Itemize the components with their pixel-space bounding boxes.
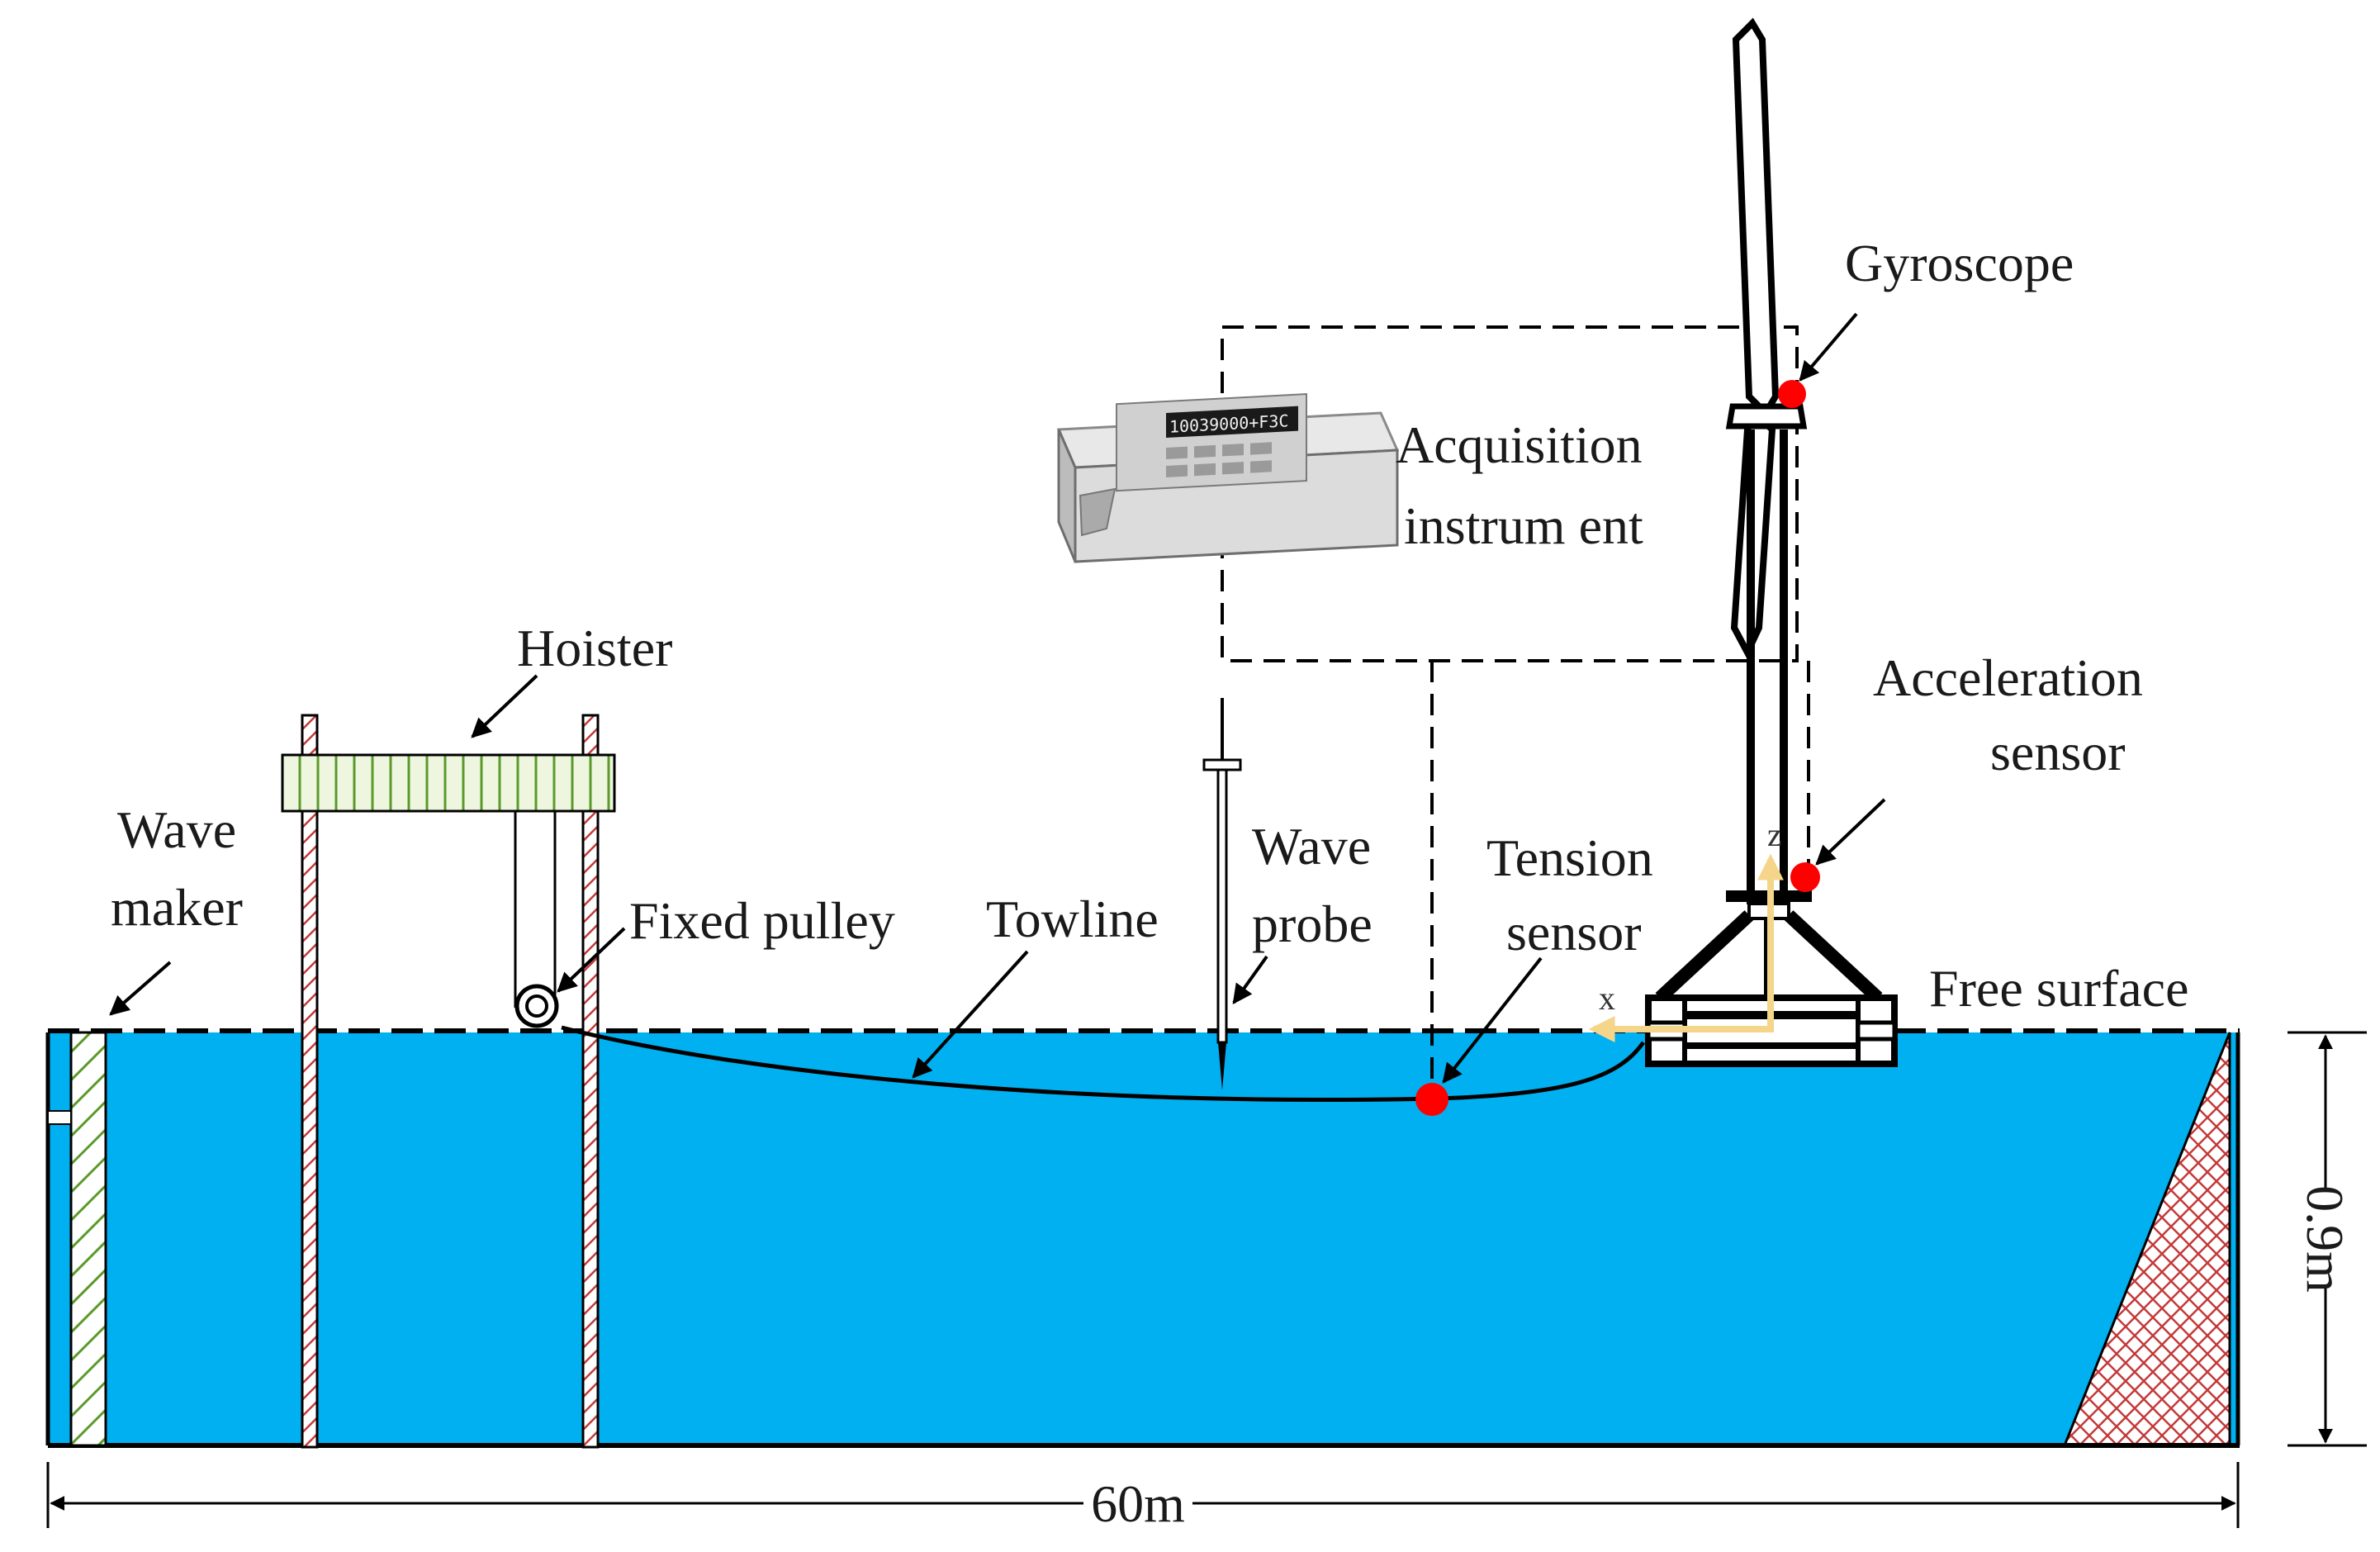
wave-tank [45, 1028, 2240, 1448]
dimension-length: 60m [1091, 1474, 1185, 1533]
pointer-arrows [109, 312, 1886, 1084]
data-logger-icon: 10039000+F3C [1056, 393, 1400, 563]
label-wave-maker-line2: maker [111, 878, 243, 937]
wave-maker-paddle [69, 1031, 107, 1447]
coordinate-axes: z x [1588, 816, 1784, 1042]
label-wave-maker-line1: Wave [117, 800, 236, 859]
label-towline: Towline [986, 890, 1159, 948]
acceleration-sensor-dot [1790, 862, 1820, 892]
turbine-blade-upper [1732, 17, 1780, 419]
signal-cables [1221, 325, 1810, 1082]
wave-maker [47, 1031, 107, 1447]
dimension-depth: 0.9m [2296, 1185, 2354, 1293]
gyroscope-dot [1778, 380, 1806, 408]
hoister-post-left [301, 714, 319, 1449]
label-free-surface: Free surface [1929, 959, 2188, 1018]
label-wave-probe-line1: Wave [1252, 817, 1371, 876]
tension-sensor-dot [1415, 1083, 1448, 1116]
towline [561, 1025, 1646, 1103]
turbine-nacelle [1725, 403, 1808, 430]
water-body [48, 1032, 2238, 1445]
label-tension-line2: sensor [1506, 903, 1642, 961]
label-acquisition-line1: Acquisition [1396, 415, 1643, 474]
label-wave-probe-line2: probe [1252, 895, 1373, 953]
label-gyroscope: Gyroscope [1845, 234, 2074, 292]
axis-x-label: x [1599, 980, 1615, 1017]
depth-dimension: 0.9m [2288, 1031, 2367, 1447]
label-acceleration-line1: Acceleration [1873, 648, 2143, 707]
hoister-post-right [581, 714, 600, 1449]
wave-probe [1202, 698, 1242, 1090]
axis-z-label: z [1767, 816, 1782, 853]
label-acquisition-line2: instrum ent [1404, 496, 1643, 555]
label-acceleration-line2: sensor [1990, 723, 2126, 781]
label-hoister: Hoister [517, 619, 672, 677]
pulley-icon [514, 984, 559, 1028]
length-dimension: 60m [46, 1462, 2240, 1533]
wave-maker-slot [47, 1110, 72, 1125]
hoister-beam [281, 753, 616, 813]
label-tension-line1: Tension [1486, 828, 1653, 887]
label-fixed-pulley: Fixed pulley [629, 891, 895, 950]
hoister-frame [281, 714, 616, 1449]
